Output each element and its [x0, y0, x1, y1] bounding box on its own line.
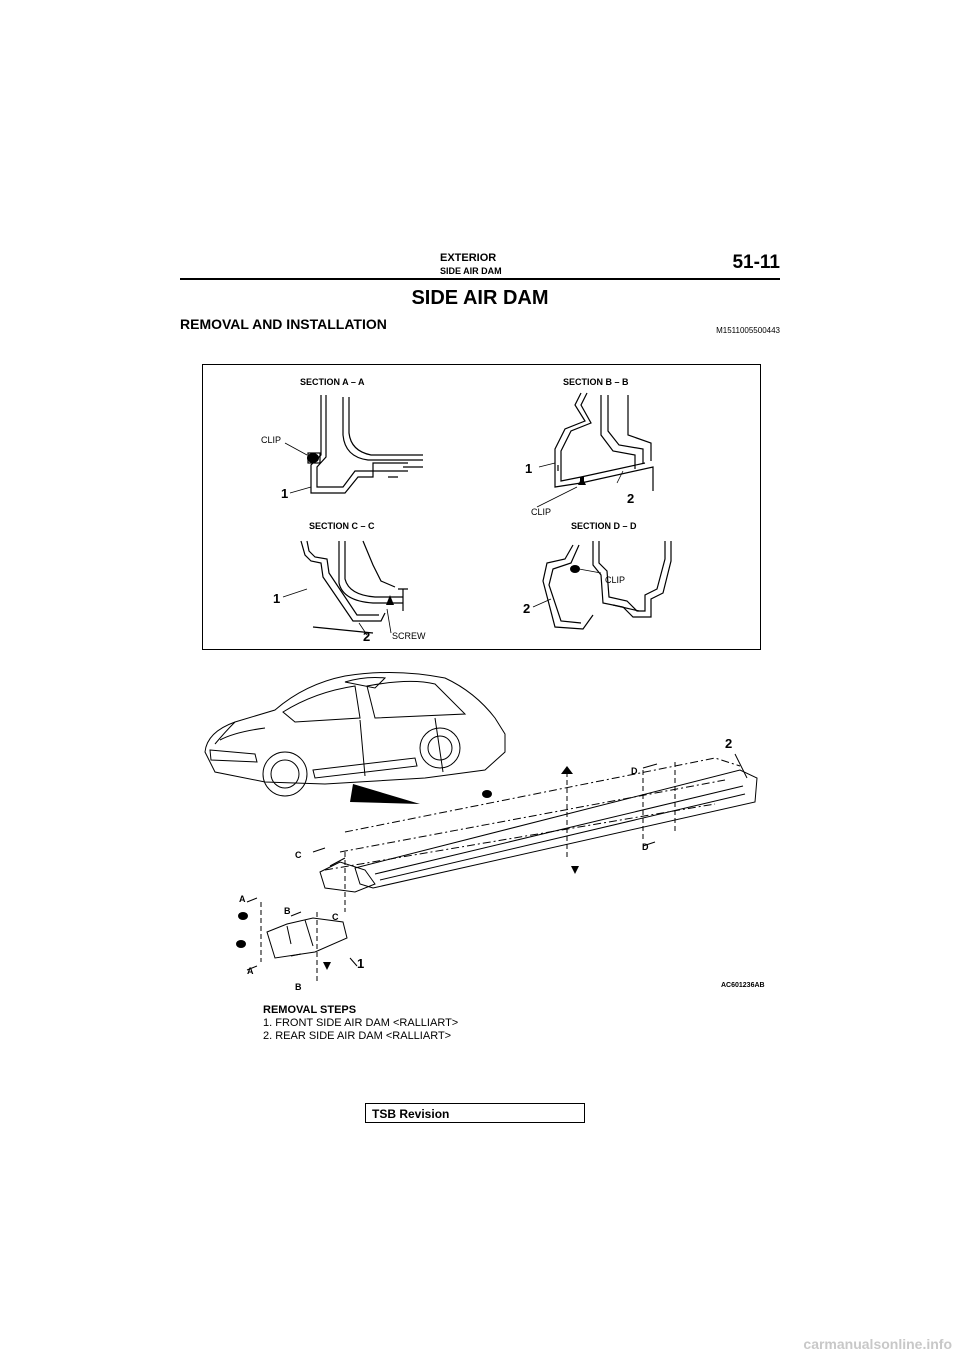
- callout-1-a: 1: [281, 486, 289, 501]
- label-c-upper: C: [295, 850, 302, 860]
- section-a-label: SECTION A – A: [300, 377, 365, 387]
- label-c-lower: C: [332, 912, 339, 922]
- label-d-lower: D: [642, 842, 649, 852]
- label-d-upper: D: [631, 766, 638, 776]
- callout-2-main: 2: [725, 736, 733, 751]
- section-diagram: SECTION A – A SECTION B – B SECTION C – …: [202, 364, 761, 650]
- document-code: M1511005500443: [716, 326, 780, 335]
- procedure-heading: REMOVAL AND INSTALLATION: [180, 316, 387, 332]
- callout-1-main: 1: [357, 956, 365, 971]
- header-section: EXTERIOR: [440, 252, 497, 264]
- label-b-upper: B: [284, 906, 291, 916]
- callout-2-d: 2: [523, 601, 531, 616]
- clip-label-a: CLIP: [261, 435, 282, 445]
- section-drawing: [282, 392, 672, 636]
- removal-steps: REMOVAL STEPS 1. FRONT SIDE AIR DAM <RAL…: [263, 1004, 458, 1043]
- removal-steps-title: REMOVAL STEPS: [263, 1004, 357, 1016]
- page-number: 51-11: [732, 252, 780, 273]
- label-a-lower: A: [247, 966, 254, 976]
- removal-step: 1. FRONT SIDE AIR DAM <RALLIART>: [263, 1017, 459, 1029]
- callout-2-b: 2: [627, 491, 635, 506]
- section-c-label: SECTION C – C: [309, 521, 375, 531]
- clip-label-b: CLIP: [531, 507, 552, 517]
- header-subsection: SIDE AIR DAM: [440, 266, 502, 276]
- section-d-label: SECTION D – D: [571, 521, 637, 531]
- figure-code: AC601236AB: [721, 982, 765, 989]
- label-a-upper: A: [239, 894, 246, 904]
- clip-label-d: CLIP: [605, 575, 626, 585]
- removal-step: 2. REAR SIDE AIR DAM <RALLIART>: [263, 1030, 452, 1042]
- screw-label: SCREW: [392, 631, 426, 641]
- watermark: carmanualsonline.info: [803, 1336, 952, 1352]
- tsb-revision-box: TSB Revision: [365, 1103, 585, 1123]
- section-b-label: SECTION B – B: [563, 377, 629, 387]
- exploded-drawing: [204, 671, 758, 982]
- exploded-diagram: 2 D D C A B C A B 1 AC601236AB: [195, 662, 785, 992]
- page-title: SIDE AIR DAM: [411, 287, 549, 309]
- header-rule: [180, 278, 780, 280]
- label-b-lower: B: [295, 982, 302, 992]
- callout-1-b: 1: [525, 461, 533, 476]
- callout-2-c: 2: [363, 629, 371, 644]
- callout-1-c: 1: [273, 591, 281, 606]
